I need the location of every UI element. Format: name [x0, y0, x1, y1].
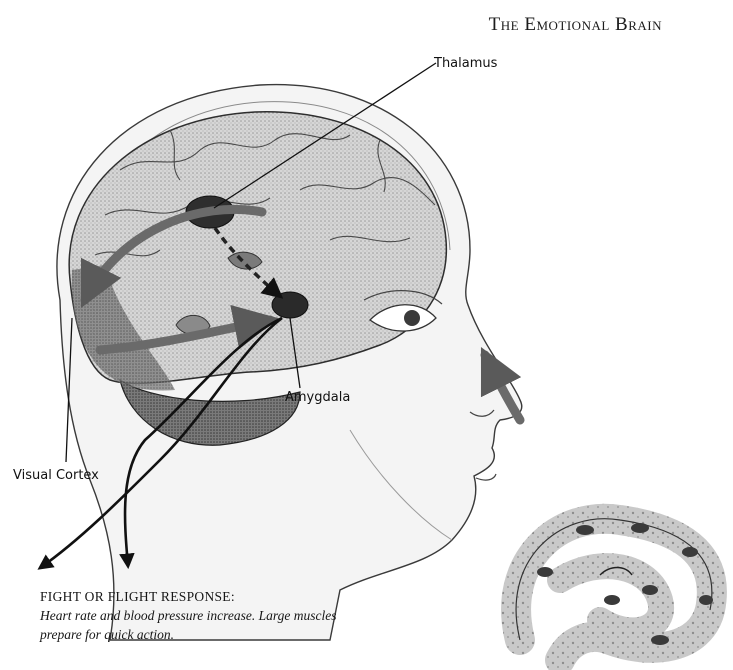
amygdala-label: Amygdala — [285, 390, 350, 405]
caption-body: Heart rate and blood pressure increase. … — [40, 606, 340, 644]
response-caption: FIGHT OR FLIGHT RESPONSE: Heart rate and… — [40, 588, 340, 644]
thalamus-label: Thalamus — [434, 56, 497, 71]
snake — [516, 519, 713, 660]
visual-cortex-label: Visual Cortex — [13, 468, 99, 483]
caption-heading: FIGHT OR FLIGHT RESPONSE: — [40, 588, 340, 606]
amygdala-node — [272, 292, 308, 318]
lips — [476, 474, 496, 480]
